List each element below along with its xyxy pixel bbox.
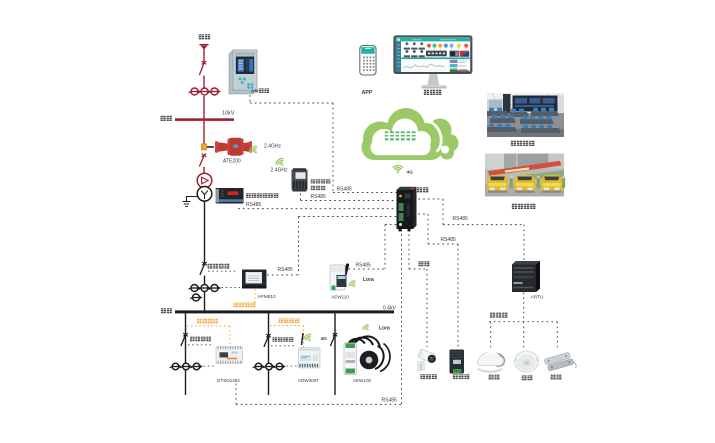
- svg-text:RS485: RS485: [441, 237, 457, 243]
- svg-text:RS485: RS485: [278, 267, 294, 273]
- svg-text:Lora: Lora: [379, 326, 390, 332]
- svg-text:0.4kV: 0.4kV: [383, 306, 396, 312]
- svg-text:AEW100: AEW100: [353, 378, 372, 383]
- svg-text:ADW300T: ADW300T: [298, 378, 319, 383]
- svg-text:2.4GHz: 2.4GHz: [271, 168, 288, 174]
- svg-text:4G: 4G: [321, 336, 328, 342]
- svg-text:RS485: RS485: [337, 186, 353, 192]
- svg-text:RS485: RS485: [356, 263, 372, 269]
- svg-text:AEW110: AEW110: [331, 294, 349, 299]
- svg-text:RS485: RS485: [311, 194, 327, 200]
- svg-text:RS485: RS485: [453, 216, 469, 222]
- svg-text:RS485: RS485: [382, 398, 398, 404]
- svg-text:10kV: 10kV: [222, 110, 235, 116]
- svg-text:ARTU: ARTU: [531, 295, 545, 301]
- svg-text:4G: 4G: [407, 170, 414, 176]
- svg-text:DTSD1352: DTSD1352: [217, 378, 240, 383]
- svg-text:APM810: APM810: [257, 294, 276, 300]
- svg-text:AM: AM: [251, 89, 258, 95]
- svg-text:2.4GHz: 2.4GHz: [264, 144, 281, 150]
- svg-text:Lora: Lora: [363, 277, 374, 283]
- svg-text:ATE200: ATE200: [223, 159, 241, 165]
- svg-text:RS485: RS485: [246, 202, 262, 208]
- svg-text:APP: APP: [362, 90, 373, 96]
